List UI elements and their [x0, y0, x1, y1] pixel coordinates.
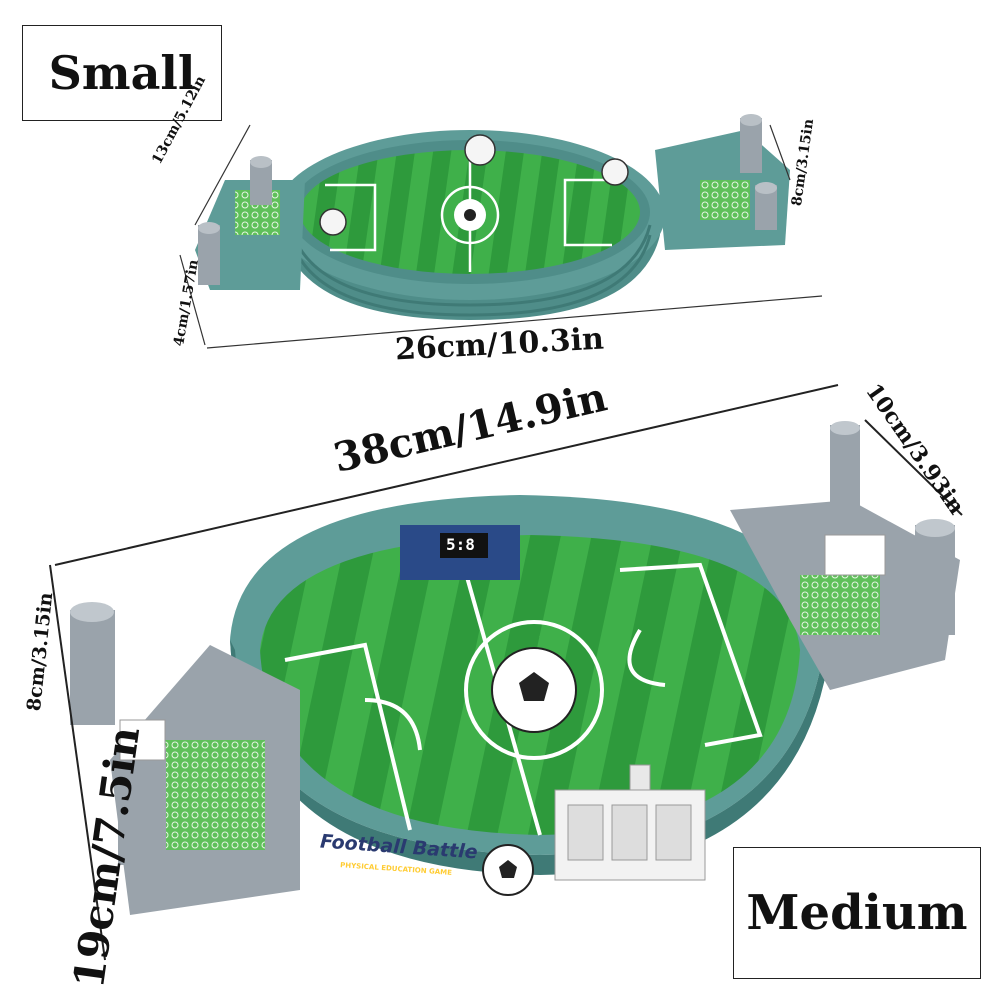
scoreboard-score: 5:8	[446, 535, 475, 554]
medium-game-board	[70, 421, 960, 915]
small-game-board	[195, 114, 790, 320]
medium-size-label: Medium	[733, 847, 981, 979]
small-dimension-lines	[179, 124, 823, 349]
small-size-label: Small	[22, 25, 222, 121]
medium-dimension-lines	[49, 384, 963, 961]
